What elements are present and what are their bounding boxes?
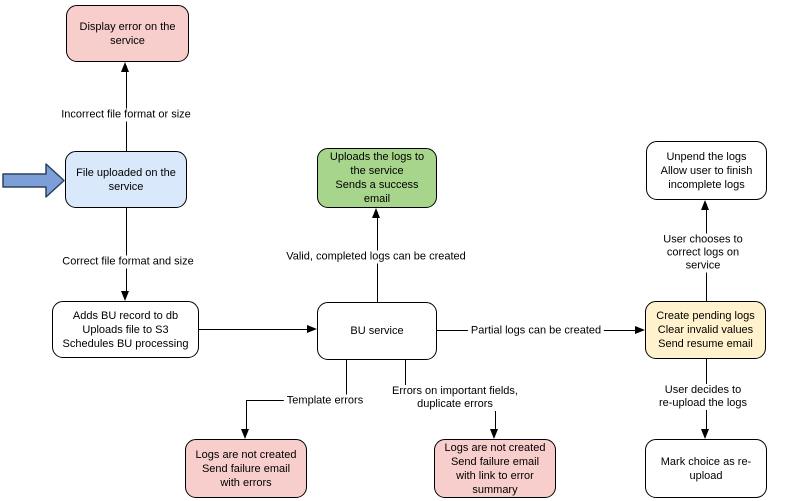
edge-label-important-errors: Errors on important fields, duplicate er…: [389, 385, 521, 411]
node-logs-failure-summary: Logs are not created Send failure email …: [434, 439, 556, 498]
node-mark-reupload: Mark choice as re- upload: [645, 439, 767, 498]
edge-label-partial-logs: Partial logs can be created: [467, 324, 605, 338]
arrowhead-up-icon: [372, 208, 380, 218]
edge-label-incorrect-format: Incorrect file format or size: [58, 108, 194, 122]
edge-important-errors-seg2: [494, 409, 496, 431]
edge-label-user-decides: User decides to re-upload the logs: [654, 384, 752, 410]
edge-label-user-chooses: User chooses to correct logs on service: [654, 233, 752, 273]
arrowhead-down-icon: [701, 429, 709, 439]
entry-arrow-icon: [2, 163, 65, 198]
arrowhead-right-icon: [307, 325, 317, 333]
edge-correct-format-line: [125, 208, 127, 293]
node-upload-success: Uploads the logs to the service Sends a …: [317, 148, 437, 208]
edge-template-errors-seg1: [345, 360, 347, 401]
edge-to-bu-service-line: [199, 329, 308, 330]
node-logs-failure-errors: Logs are not created Send failure email …: [185, 439, 307, 498]
arrowhead-right-icon: [635, 326, 645, 334]
edge-template-errors-seg3: [245, 400, 247, 431]
edge-important-errors-seg1: [404, 360, 406, 386]
edge-label-correct-format: Correct file format and size: [59, 255, 197, 269]
arrowhead-up-icon: [701, 200, 709, 210]
node-adds-bu-record: Adds BU record to db Uploads file to S3 …: [52, 301, 199, 358]
arrowhead-down-icon: [121, 291, 129, 301]
node-display-error: Display error on the service: [66, 5, 189, 62]
node-unpend-logs: Unpend the logs Allow user to finish inc…: [646, 141, 767, 200]
arrowhead-down-icon: [490, 429, 498, 439]
edge-label-valid-completed: Valid, completed logs can be created: [283, 250, 469, 264]
node-bu-service: BU service: [317, 302, 437, 360]
node-file-uploaded: File uploaded on the service: [65, 151, 187, 208]
edge-label-template-errors: Template errors: [283, 394, 367, 408]
arrowhead-up-icon: [121, 62, 129, 72]
arrowhead-down-icon: [241, 429, 249, 439]
node-create-pending: Create pending logs Clear invalid values…: [645, 301, 766, 359]
